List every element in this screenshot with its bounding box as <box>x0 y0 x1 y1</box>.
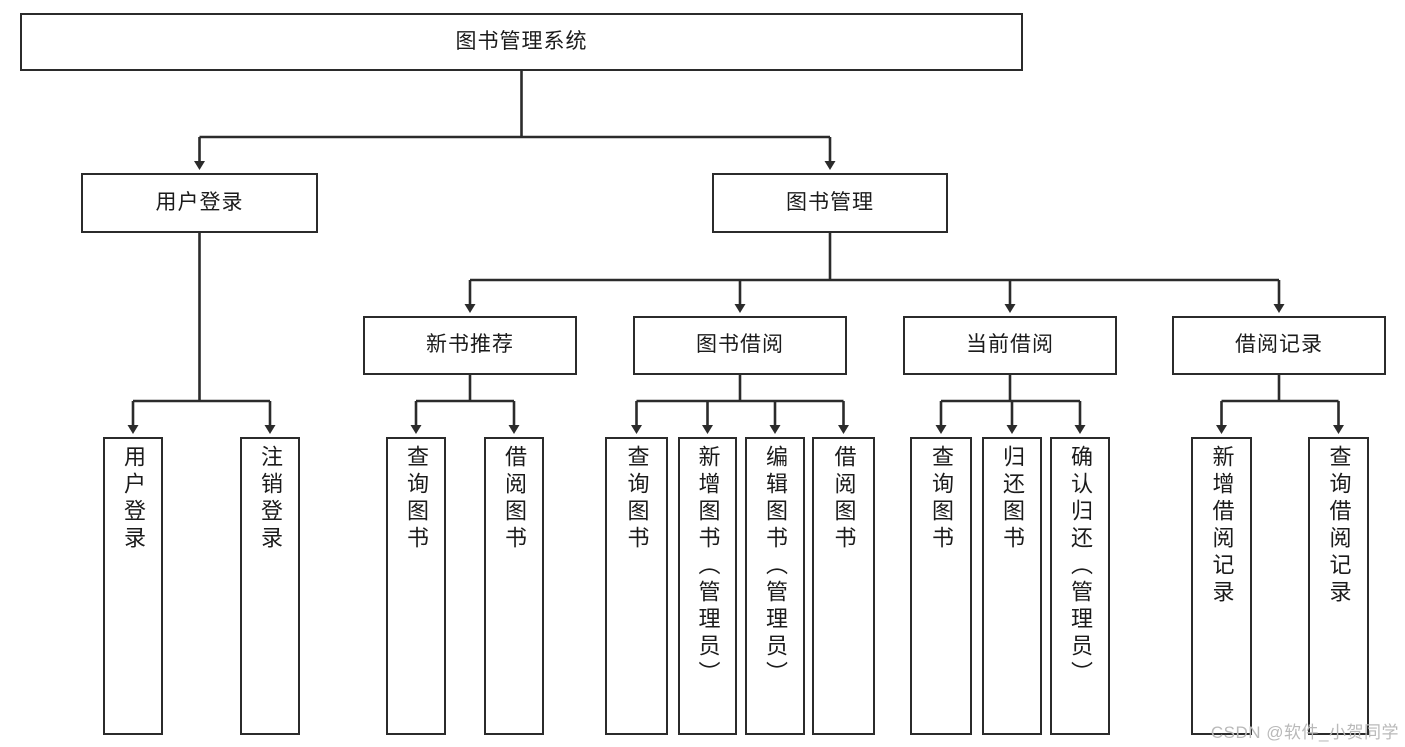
node-newbook[interactable]: 新书推荐 <box>363 316 577 375</box>
node-leaf-query-book-1[interactable]: 查询图书 <box>386 437 446 735</box>
node-label: 查询图书 <box>404 445 429 553</box>
node-leaf-query-record[interactable]: 查询借阅记录 <box>1308 437 1369 735</box>
node-label: 借阅记录 <box>1235 333 1323 357</box>
node-leaf-add-record[interactable]: 新增借阅记录 <box>1191 437 1252 735</box>
node-current[interactable]: 当前借阅 <box>903 316 1117 375</box>
node-label: 用户登录 <box>121 445 146 553</box>
node-label: 图书借阅 <box>696 333 784 357</box>
node-label: 编辑图书（管理员） <box>763 445 788 688</box>
node-label: 新增借阅记录 <box>1209 445 1235 607</box>
node-leaf-return-book[interactable]: 归还图书 <box>982 437 1042 735</box>
node-login[interactable]: 用户登录 <box>81 173 318 233</box>
node-label: 借阅图书 <box>831 445 857 553</box>
node-leaf-borrow-book-1[interactable]: 借阅图书 <box>484 437 544 735</box>
node-leaf-edit-book[interactable]: 编辑图书（管理员） <box>745 437 805 735</box>
watermark-label: CSDN @软件_小贺同学 <box>1210 723 1399 742</box>
node-label: 注销登录 <box>258 445 283 553</box>
node-label: 当前借阅 <box>966 333 1054 357</box>
node-leaf-borrow-book-2[interactable]: 借阅图书 <box>812 437 875 735</box>
node-label: 借阅图书 <box>502 445 527 553</box>
node-label: 归还图书 <box>1000 445 1025 553</box>
node-label: 图书管理系统 <box>455 29 588 53</box>
node-label: 确认归还（管理员） <box>1068 445 1093 688</box>
node-root[interactable]: 图书管理系统 <box>20 13 1023 71</box>
node-leaf-query-book-3[interactable]: 查询图书 <box>910 437 972 735</box>
node-label: 查询借阅记录 <box>1326 445 1352 607</box>
node-label: 查询图书 <box>624 445 650 553</box>
node-label: 图书管理 <box>786 190 874 214</box>
node-label: 新增图书（管理员） <box>695 445 721 688</box>
node-label: 查询图书 <box>929 445 954 553</box>
node-leaf-logout[interactable]: 注销登录 <box>240 437 300 735</box>
node-leaf-add-book[interactable]: 新增图书（管理员） <box>678 437 737 735</box>
node-records[interactable]: 借阅记录 <box>1172 316 1386 375</box>
node-borrow[interactable]: 图书借阅 <box>633 316 847 375</box>
node-leaf-confirm-return[interactable]: 确认归还（管理员） <box>1050 437 1110 735</box>
node-leaf-user-login[interactable]: 用户登录 <box>103 437 163 735</box>
node-leaf-query-book-2[interactable]: 查询图书 <box>605 437 668 735</box>
node-label: 新书推荐 <box>426 333 514 357</box>
node-bookmgmt[interactable]: 图书管理 <box>712 173 948 233</box>
node-label: 用户登录 <box>155 190 244 214</box>
